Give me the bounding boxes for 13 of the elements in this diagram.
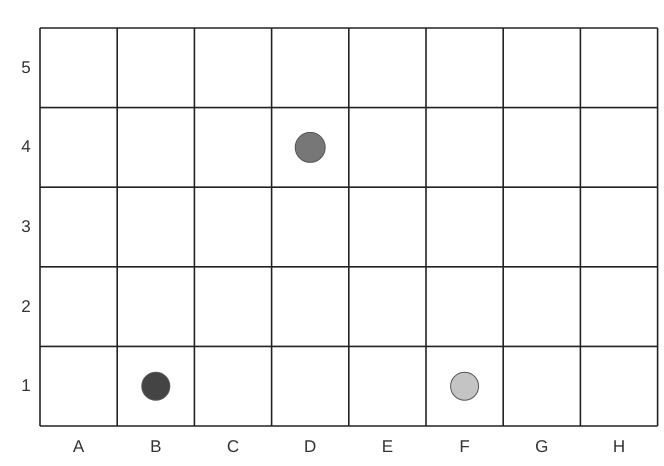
row-number: 3 [20, 217, 32, 237]
row-number: 1 [20, 376, 32, 396]
column-letter: F [458, 437, 471, 457]
row-number: 2 [20, 296, 32, 317]
column-letter: B [149, 437, 162, 457]
row-number: 4 [20, 137, 32, 158]
column-letter: G [534, 437, 550, 457]
column-letter: H [612, 437, 626, 457]
row-number: 5 [20, 58, 32, 78]
column-letter: E [380, 437, 394, 457]
column-letter: D [303, 437, 318, 457]
column-letter: A [72, 437, 86, 457]
column-letter: C [226, 437, 240, 457]
